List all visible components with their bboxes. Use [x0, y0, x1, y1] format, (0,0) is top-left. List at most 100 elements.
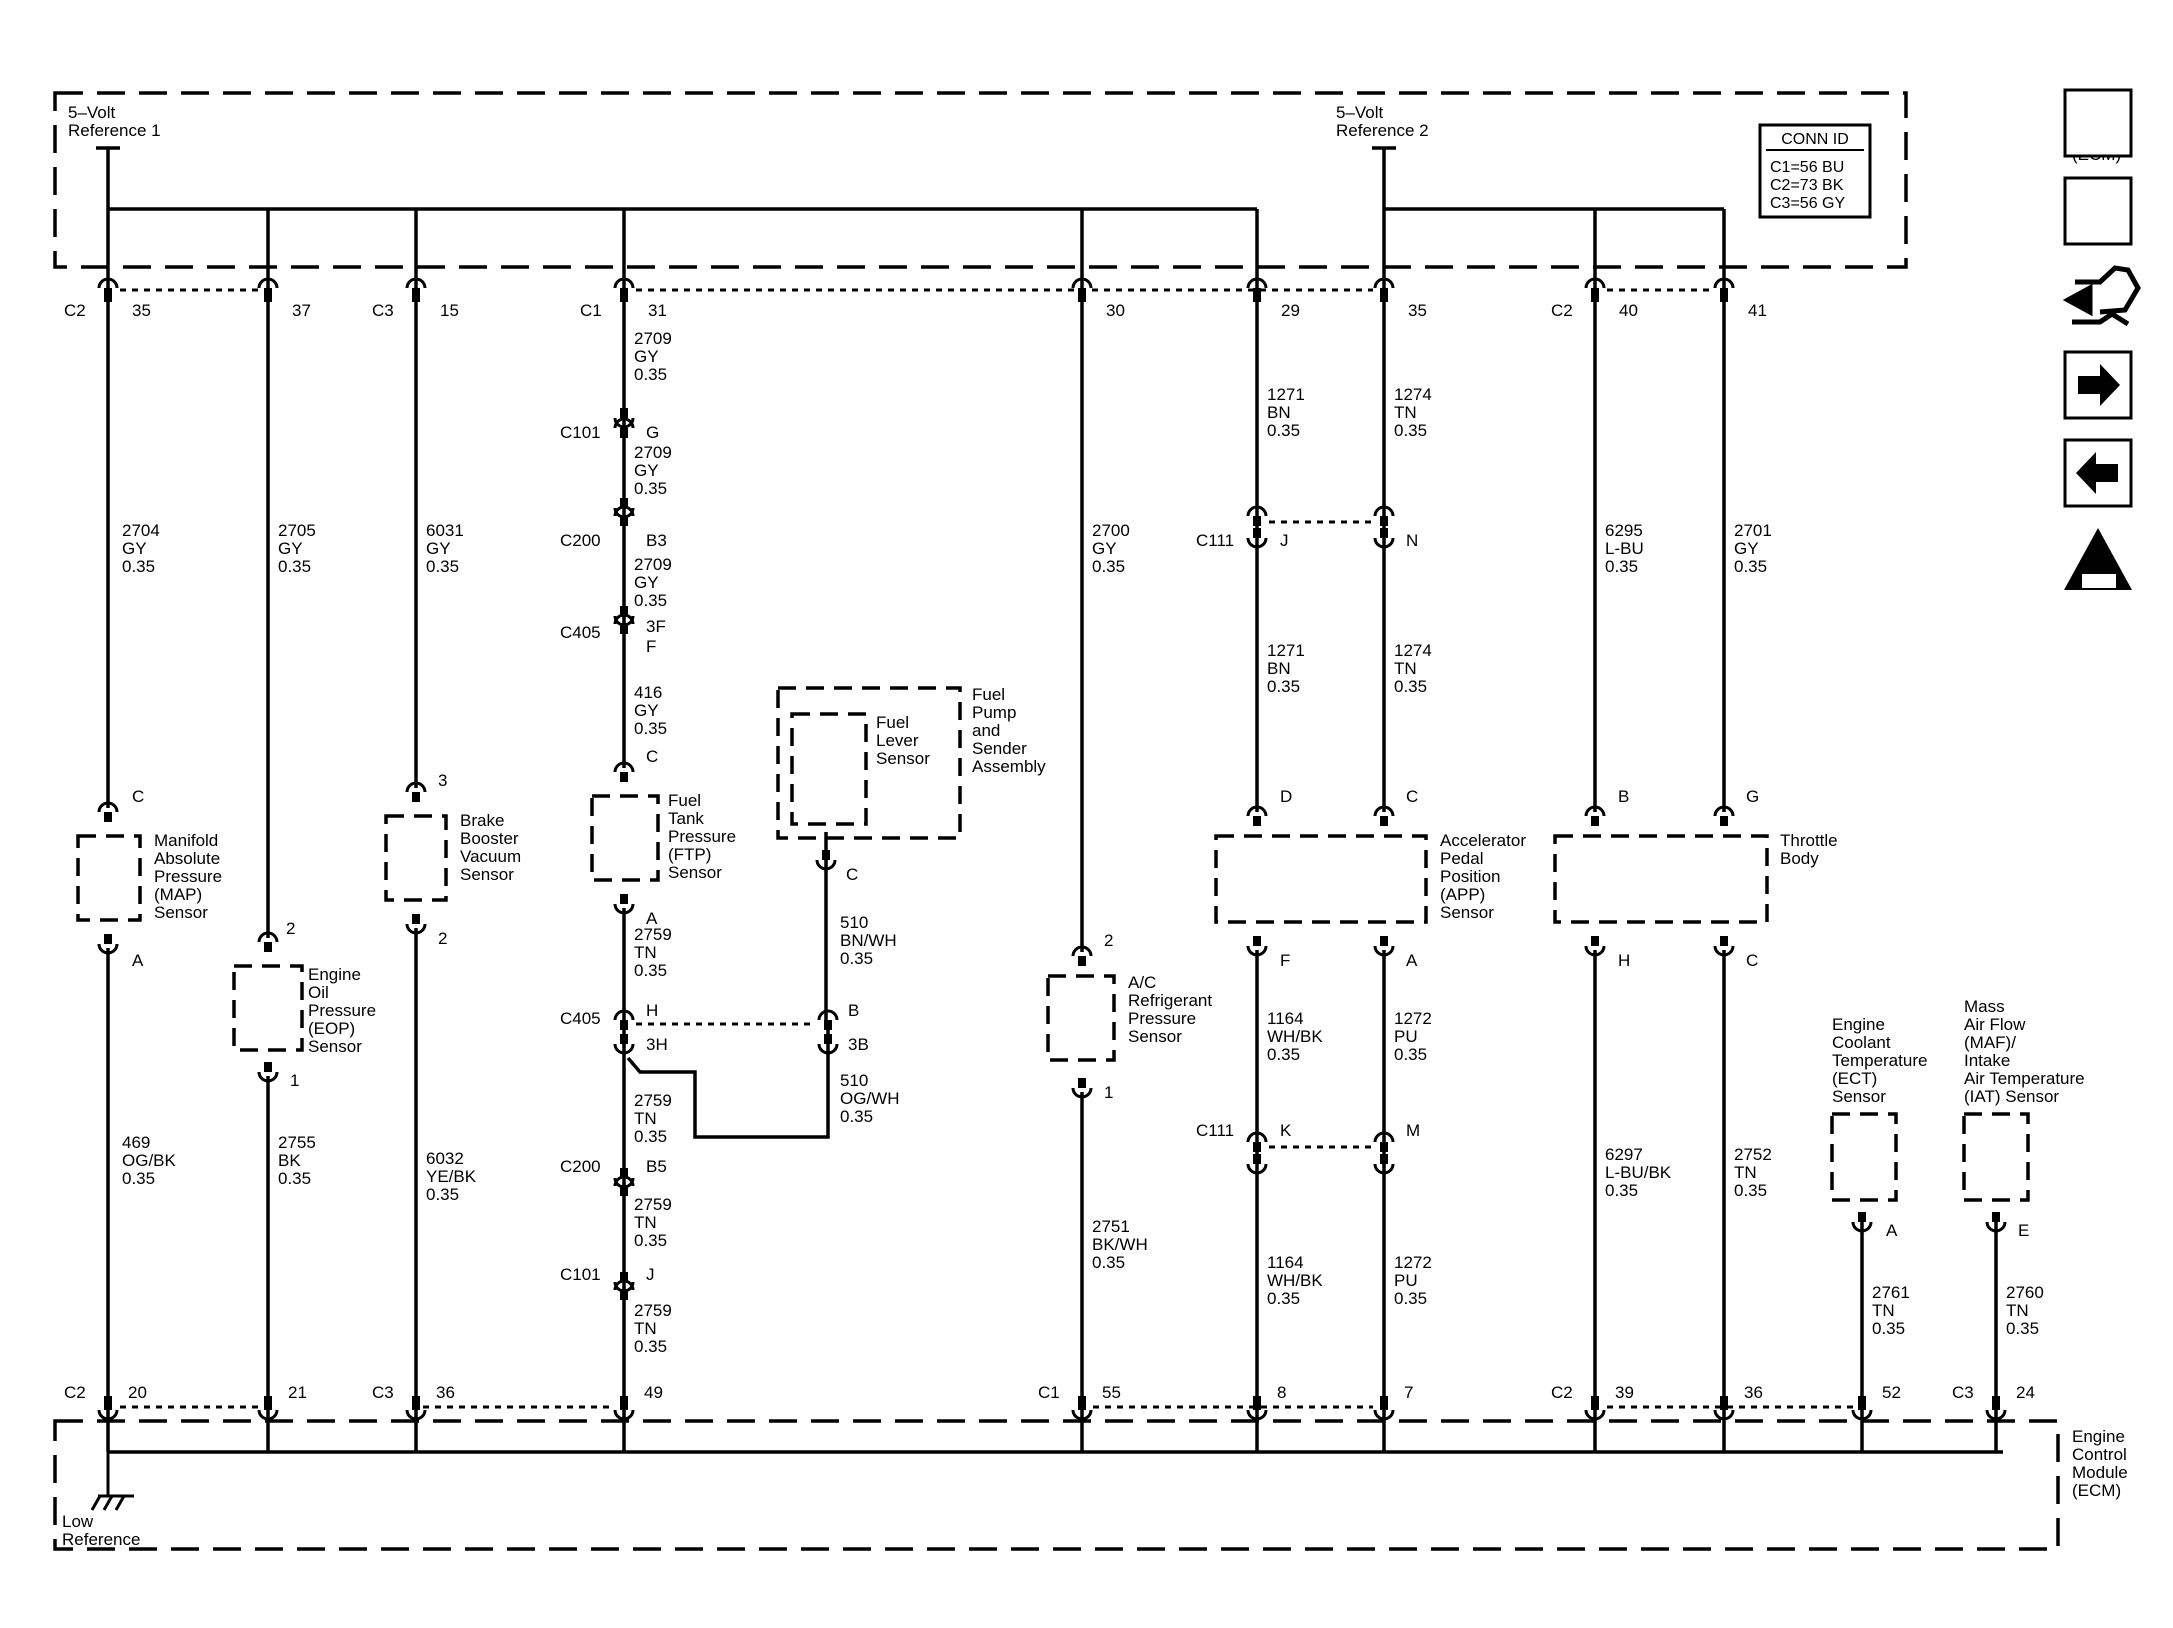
acr-sensor-label: Sensor [1128, 1027, 1182, 1046]
inline-connector-pin: N [1406, 531, 1418, 550]
wire-label: GY [634, 461, 659, 480]
reference-2-label: 5–Volt [1336, 103, 1384, 122]
wire-label: 0.35 [1734, 1181, 1767, 1200]
inline-connector-pin: M [1406, 1121, 1420, 1140]
wire-label: 6031 [426, 521, 464, 540]
ac-refrigerant-box [1046, 974, 1116, 1062]
eop-sensor-label: Oil [308, 983, 329, 1002]
inline-connector-pin: J [1280, 531, 1289, 550]
wire-label: 1164 [1267, 1253, 1304, 1272]
fps-pin-label: C [846, 865, 858, 884]
wire-label: BK [278, 1151, 301, 1170]
wire-label: 2704 [122, 521, 160, 540]
wire-label: 6032 [426, 1149, 464, 1168]
wire-label: 510 [840, 913, 868, 932]
component-pins [97, 761, 2007, 1233]
ecm-pin-number: 24 [2016, 1383, 2035, 1402]
description-button[interactable] [2063, 176, 2133, 246]
wire-label: 0.35 [122, 1169, 155, 1188]
ecm-label-bottom: Module [2072, 1463, 2128, 1482]
thr-sensor-label: Throttle [1780, 831, 1838, 850]
ect-sensor-box [1830, 1112, 1898, 1202]
wire-label: BN/WH [840, 931, 897, 950]
fuel-lever-sensor-label: Fuel [876, 713, 909, 732]
wire-label: 0.35 [1092, 557, 1125, 576]
wire-label: 469 [122, 1133, 150, 1152]
wire-label: TN [634, 1109, 657, 1128]
map-pin-label: C [132, 787, 144, 806]
wire-label: BK/WH [1092, 1235, 1148, 1254]
wire-label: GY [1092, 539, 1117, 558]
wire-label: 0.35 [634, 479, 667, 498]
wire-label: 2709 [634, 329, 672, 348]
eop-pin-label: 1 [290, 1071, 299, 1090]
wire-label: 6297 [1605, 1145, 1643, 1164]
wire-label: 1271 [1267, 641, 1305, 660]
map-sensor-label: Absolute [154, 849, 220, 868]
inline-connector-pin: 3F [646, 617, 666, 636]
wire-label: OG/BK [122, 1151, 177, 1170]
wire-label: 0.35 [634, 1231, 667, 1250]
ect-sensor-label: (ECT) [1832, 1069, 1877, 1088]
wire-label: 0.35 [122, 557, 155, 576]
wire-label: 2759 [634, 1195, 672, 1214]
maf-sensor-label: (IAT) Sensor [1964, 1087, 2059, 1106]
ecm-pin-number: 55 [1102, 1383, 1121, 1402]
ecm-connector-label: C2 [1551, 301, 1573, 320]
fuel-lever-sensor-label: Sensor [876, 749, 930, 768]
maf-sensor-label: (MAF)/ [1964, 1033, 2016, 1052]
wire-label: BN [1267, 659, 1291, 678]
wire-label: TN [1394, 659, 1417, 678]
ftp-sensor-label: Fuel [668, 791, 701, 810]
inline-connector-pin: 3H [646, 1035, 668, 1054]
wire-label: 2759 [634, 1301, 672, 1320]
wire-label: WH/BK [1267, 1271, 1323, 1290]
wire-label: 0.35 [634, 365, 667, 384]
obd-ii-button[interactable] [2064, 528, 2132, 590]
acr-sensor-label: Refrigerant [1128, 991, 1212, 1010]
location-button[interactable] [2063, 88, 2133, 158]
ecm-pin-number: 35 [132, 301, 151, 320]
ecm-label-bottom: (ECM) [2072, 1481, 2121, 1500]
ecm-bottom-box [53, 1419, 2060, 1551]
map-sensor-label: (MAP) [154, 885, 202, 904]
previous-page-button[interactable] [2063, 438, 2133, 508]
map-sensor-label: Sensor [154, 903, 208, 922]
wire-label: 416 [634, 683, 662, 702]
eop-sensor-box [232, 964, 304, 1052]
next-page-button[interactable] [2063, 350, 2133, 420]
ecm-pin-number: 40 [1619, 301, 1638, 320]
ecm-label-bottom: Control [2072, 1445, 2127, 1464]
wire-label: 0.35 [1605, 1181, 1638, 1200]
fps-pin-label: 3B [848, 1035, 869, 1054]
bbv-sensor-label: Booster [460, 829, 519, 848]
wire-label: 1164 [1267, 1009, 1304, 1028]
app-pin-label: C [1406, 787, 1418, 806]
fuel-pump-sender-box [776, 686, 962, 840]
ftp-sensor-label: (FTP) [668, 845, 711, 864]
inline-connector-pin: J [646, 1265, 655, 1284]
inline-connector-name: C101 [560, 1265, 601, 1284]
conn-id-line: C3=56 GY [1770, 195, 1845, 212]
app-sensor-label: (APP) [1440, 885, 1485, 904]
wire-label: PU [1394, 1271, 1418, 1290]
ecm-connector-label: C3 [1952, 1383, 1974, 1402]
app-sensor-box [1214, 834, 1428, 924]
ecm-connector-label: C1 [580, 301, 602, 320]
wire-label: 2755 [278, 1133, 316, 1152]
fuel-lever-sensor-label: Lever [876, 731, 919, 750]
connector-end-view-icon[interactable] [2062, 265, 2141, 327]
conn-id-box [1758, 123, 1872, 219]
wire-label: WH/BK [1267, 1027, 1323, 1046]
wire-label: 0.35 [1267, 421, 1300, 440]
ect-pin-label: A [1886, 1221, 1898, 1240]
inline-connector-pins [613, 406, 1395, 1302]
wire-label: YE/BK [426, 1167, 477, 1186]
ground-icon [90, 1452, 134, 1511]
inline-connector-name: C111 [1196, 1121, 1234, 1140]
acr-pin-label: 1 [1104, 1083, 1113, 1102]
wire-label: 0.35 [1394, 677, 1427, 696]
fps-sensor-label: Fuel [972, 685, 1005, 704]
wire-label: 2751 [1092, 1217, 1130, 1236]
wire-label: 0.35 [634, 719, 667, 738]
